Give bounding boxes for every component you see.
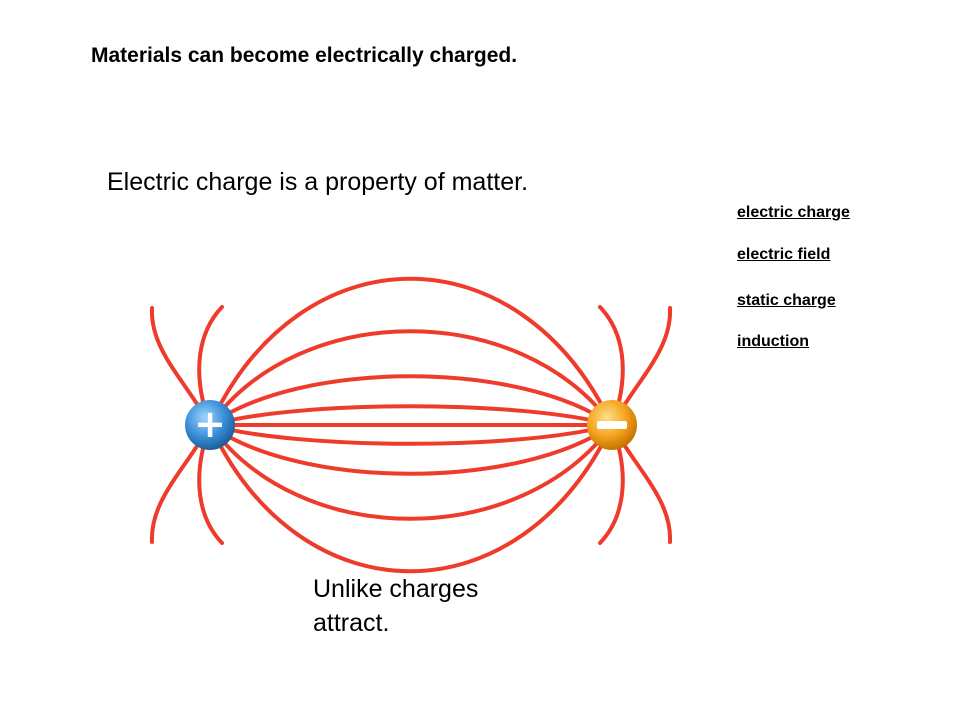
positive-charge: + <box>185 400 235 450</box>
slide-heading: Materials can become electrically charge… <box>91 44 518 67</box>
vocab-link-induction[interactable]: induction <box>737 333 809 350</box>
caption-line: attract. <box>313 609 390 637</box>
caption-line: Unlike charges <box>313 575 479 603</box>
field-line <box>208 423 614 476</box>
field-line <box>208 329 614 427</box>
field-line <box>208 374 614 427</box>
slide-subtitle: Electric charge is a property of matter. <box>107 168 529 196</box>
field-line <box>208 423 614 521</box>
minus-sign-icon <box>597 421 627 429</box>
plus-sign-icon: + <box>194 402 226 446</box>
diagram-caption: Unlike charges attract. <box>313 572 573 640</box>
field-line <box>208 276 614 427</box>
vocab-link-electric-charge[interactable]: electric charge <box>737 204 850 221</box>
vocab-link-static-charge[interactable]: static charge <box>737 292 836 309</box>
vocab-link-electric-field[interactable]: electric field <box>737 246 831 263</box>
field-line <box>208 423 614 446</box>
negative-charge <box>587 400 637 450</box>
field-line <box>208 423 614 574</box>
field-line <box>208 404 614 427</box>
